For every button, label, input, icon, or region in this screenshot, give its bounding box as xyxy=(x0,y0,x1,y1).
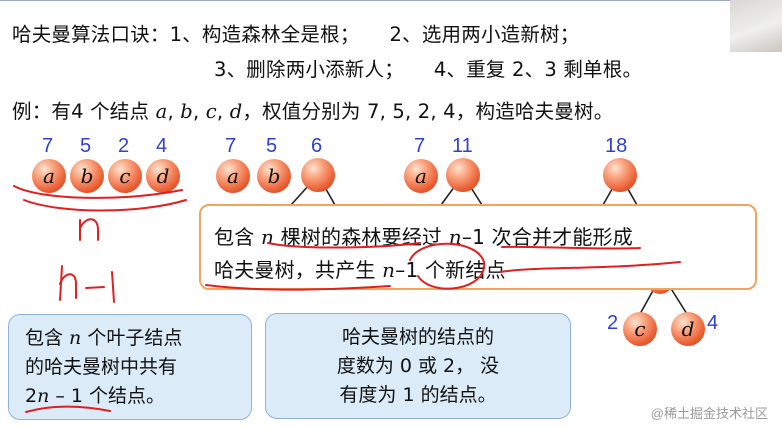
tree-node-internal xyxy=(446,158,480,192)
callout-text: 包含 xyxy=(214,225,261,249)
weight-label: 5 xyxy=(266,135,278,157)
example-var-a: a xyxy=(155,100,168,123)
example-statement: 例：有4 个结点 a, b, c, d，权值分别为 7, 5, 2, 4，构造哈… xyxy=(12,95,613,124)
tree-node-b: b xyxy=(257,159,291,193)
box-right-line-2: 度数为 0 或 2， 没 xyxy=(336,355,500,377)
weight-label: 4 xyxy=(156,135,168,157)
weight-label: 2 xyxy=(118,135,130,157)
example-var-d: d xyxy=(229,100,243,123)
info-box-degree: 哈夫曼树的结点的 度数为 0 或 2， 没 有度为 1 的结点。 xyxy=(265,313,571,419)
watermark: @稀土掘金技术社区 xyxy=(650,406,768,421)
callout-var-n: n xyxy=(260,225,275,249)
mnemonic-step-2: 2、选用两小造新树； xyxy=(389,23,580,46)
callout-text: 哈夫曼树，共产生 xyxy=(214,258,383,282)
presenter-camera-thumbnail xyxy=(730,0,782,52)
info-box-node-count: 包含 n 个叶子结点 的哈夫曼树中共有 2n – 1 个结点。 xyxy=(8,314,252,420)
box-left-line-2: 的哈夫曼树中共有 xyxy=(25,356,178,378)
callout-text: 棵树的森林要经过 xyxy=(274,225,449,249)
tree-node-a: a xyxy=(404,159,438,193)
mnemonic-step-1: 1、构造森林全是根； xyxy=(169,23,360,46)
example-sep: , xyxy=(216,100,230,123)
weight-label: 7 xyxy=(42,135,54,157)
mnemonic-line-1: 哈夫曼算法口诀：1、构造森林全是根； 2、选用两小造新树； xyxy=(12,18,579,47)
callout-text: –1 个新结点 xyxy=(395,258,506,282)
box-var-n: n xyxy=(69,327,82,349)
callout-var-n: n xyxy=(382,258,396,282)
tree-node-internal xyxy=(301,158,335,192)
box-var-n: n xyxy=(37,385,50,407)
callout-merge-note: 包含 n 棵树的森林要经过 n–1 次合并才能形成 哈夫曼树，共产生 n–1 个… xyxy=(199,204,757,290)
tree-node-c: c xyxy=(108,159,142,193)
tree-node-b: b xyxy=(70,159,104,193)
tree-node-a: a xyxy=(216,159,250,193)
box-text: 个叶子结点 xyxy=(81,327,183,349)
callout-line-1: 包含 n 棵树的森林要经过 n–1 次合并才能形成 xyxy=(214,221,633,250)
tree-node-d: d xyxy=(146,159,180,193)
example-sep: , xyxy=(192,100,206,123)
title-underline xyxy=(0,0,740,7)
callout-var-n: n xyxy=(448,225,462,249)
weight-label: 4 xyxy=(707,312,719,334)
box-left-line-3: 2n – 1 个结点。 xyxy=(25,382,165,410)
weight-label: 2 xyxy=(607,312,619,334)
box-text: – 1 个结点。 xyxy=(49,385,166,407)
example-var-b: b xyxy=(180,100,193,123)
tree-node-root xyxy=(603,158,637,192)
box-left-line-1: 包含 n 个叶子结点 xyxy=(25,324,182,352)
weight-label: 5 xyxy=(80,135,92,157)
weight-label: 7 xyxy=(225,135,237,157)
example-text-2: ，权值分别为 7, 5, 2, 4，构造哈夫曼树。 xyxy=(242,100,614,123)
tree-node-d: d xyxy=(671,312,705,346)
tree-node-a: a xyxy=(32,159,66,193)
weight-label: 18 xyxy=(605,135,628,157)
example-var-c: c xyxy=(205,100,217,123)
weight-label: 11 xyxy=(452,135,473,157)
box-text: 包含 xyxy=(25,327,70,349)
box-right-line-3: 有度为 1 的结点。 xyxy=(339,384,497,406)
weight-label: 6 xyxy=(311,135,323,157)
example-sep: , xyxy=(167,100,181,123)
mnemonic-step-4: 4、重复 2、3 剩单根。 xyxy=(433,58,643,81)
mnemonic-line-2: 3、删除两小添新人； 4、重复 2、3 剩单根。 xyxy=(214,53,642,82)
callout-text: –1 次合并才能形成 xyxy=(461,225,633,249)
tree-node-c: c xyxy=(623,312,657,346)
example-text-1: 例：有4 个结点 xyxy=(12,100,156,123)
box-text: 2 xyxy=(25,385,38,407)
mnemonic-prefix: 哈夫曼算法口诀： xyxy=(12,23,170,46)
callout-line-2: 哈夫曼树，共产生 n–1 个新结点 xyxy=(214,254,506,283)
box-right-line-1: 哈夫曼树的结点的 xyxy=(341,326,494,348)
weight-label: 7 xyxy=(414,135,426,157)
mnemonic-step-3: 3、删除两小添新人； xyxy=(214,58,404,81)
